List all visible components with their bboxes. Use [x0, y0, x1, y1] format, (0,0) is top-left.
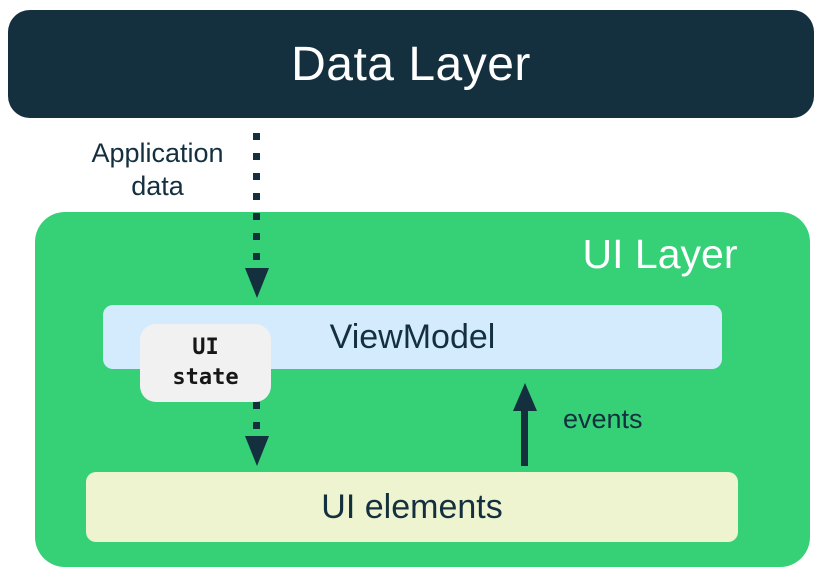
application-data-label: Application data: [91, 138, 224, 201]
ui-state-box: UI state: [140, 324, 271, 402]
down-arrowhead-icon: [245, 436, 269, 466]
data-layer-label: Data Layer: [291, 37, 531, 91]
ui-elements-label: UI elements: [321, 487, 503, 526]
ui-state-label: UI state: [172, 335, 239, 390]
data-layer-box: Data Layer: [8, 10, 814, 118]
ui-layer-label: UI Layer: [582, 231, 738, 277]
ui-elements-box: UI elements: [86, 472, 738, 542]
up-arrowhead-icon: [513, 383, 537, 411]
events-label: events: [563, 404, 643, 434]
viewmodel-label: ViewModel: [329, 317, 496, 356]
down-arrowhead-icon: [245, 268, 269, 298]
events-arrow-line: [521, 410, 528, 466]
ui-state-arrow-line: [253, 402, 260, 430]
application-data-arrow-line: [253, 133, 260, 267]
